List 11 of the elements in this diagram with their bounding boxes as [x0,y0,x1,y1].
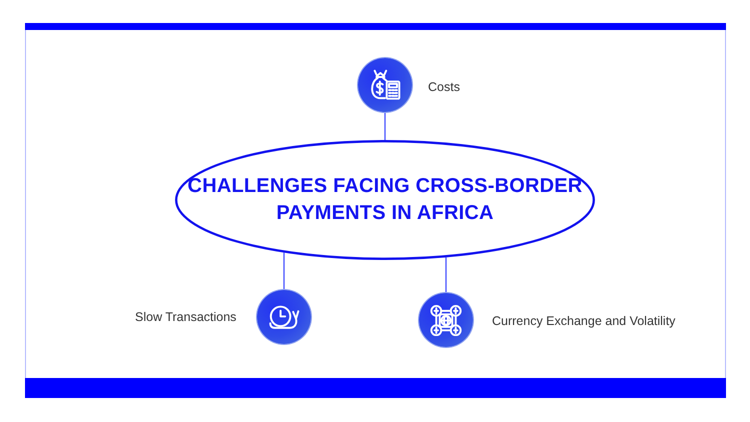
topic-ellipse [175,140,595,260]
challenge-label: Currency Exchange and Volatility [492,313,676,329]
connector-line [283,252,285,290]
connector-line [384,112,386,140]
connector-line [445,257,447,293]
icon-circle [419,293,473,347]
icon-circle [257,290,311,344]
topic-heading: CHALLENGES FACING CROSS-BORDER PAYMENTS IN AFRICA [186,174,584,226]
challenge-label: Costs [428,79,460,95]
icon-circle [358,58,412,112]
challenge-label: Slow Transactions [135,309,236,325]
